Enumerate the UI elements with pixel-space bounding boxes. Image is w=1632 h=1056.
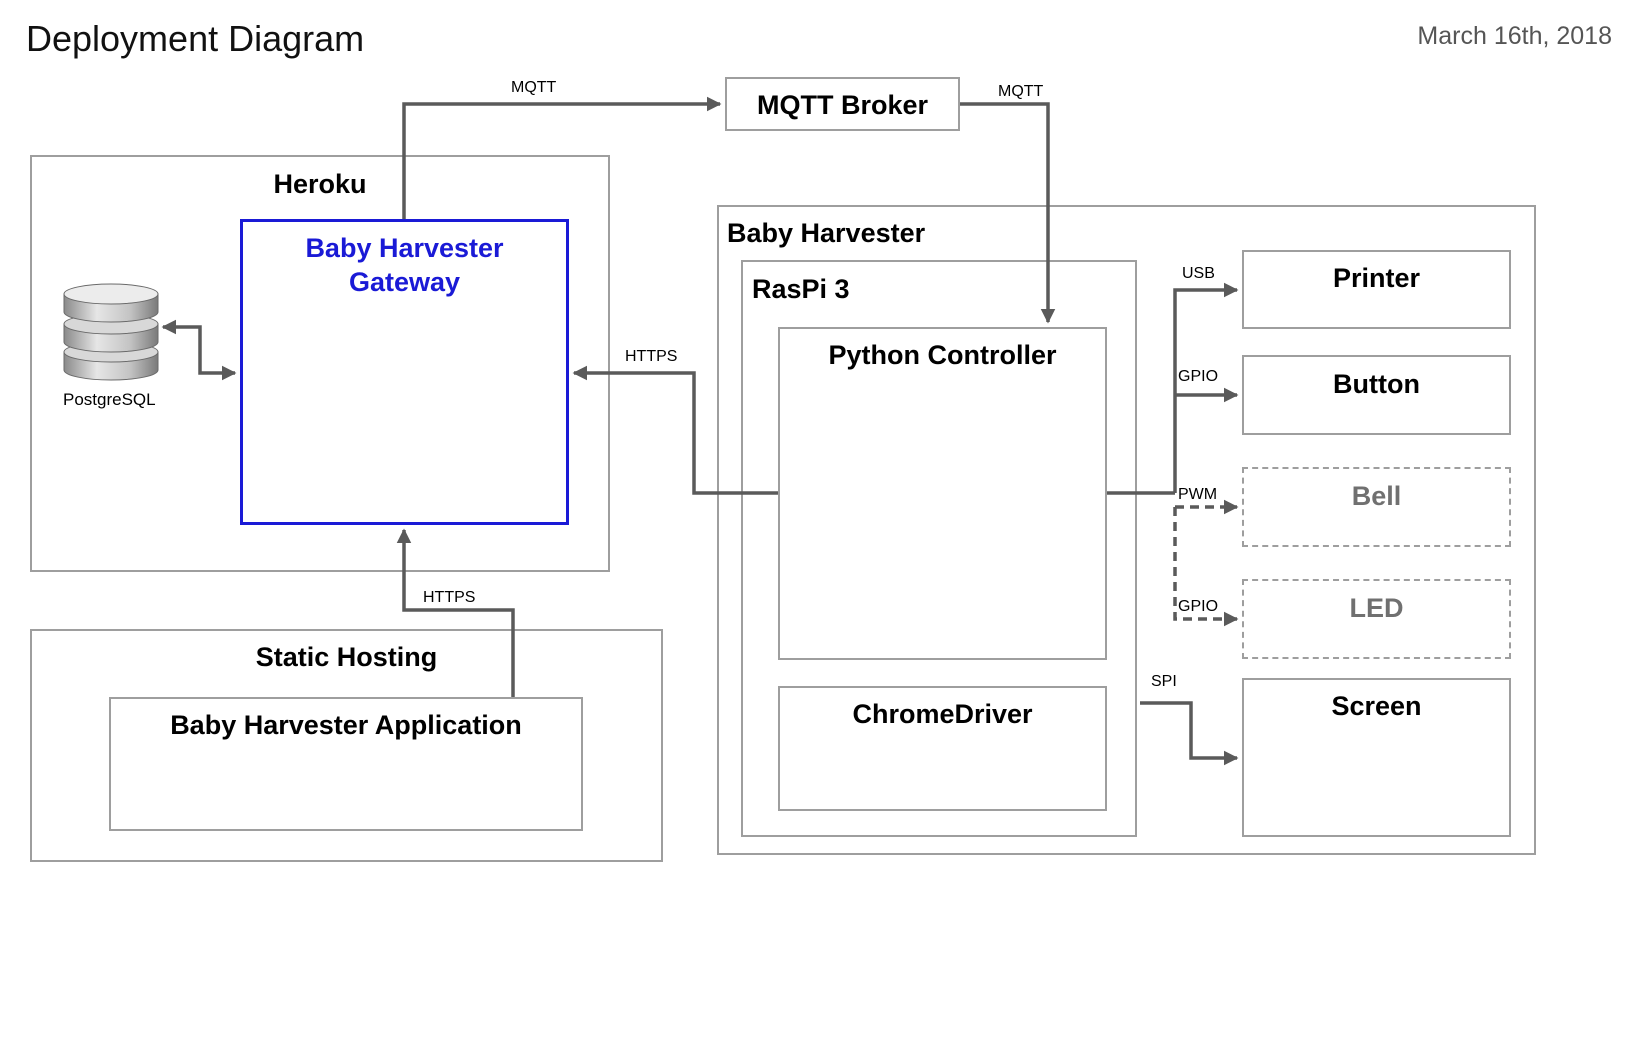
- edge-label-gpio-button: GPIO: [1178, 368, 1219, 385]
- screen-node: Screen: [1242, 678, 1511, 837]
- database-cylinder-icon: [63, 283, 159, 381]
- python-controller-node: Python Controller: [778, 327, 1107, 660]
- edge-label-spi: SPI: [1151, 673, 1177, 690]
- edge-to-led: [1173, 507, 1239, 627]
- printer-label: Printer: [1332, 263, 1421, 293]
- button-label: Button: [1333, 369, 1420, 399]
- led-node: LED: [1242, 579, 1511, 659]
- screen-label: Screen: [1331, 691, 1422, 721]
- python-controller-label: Python Controller: [828, 340, 1057, 370]
- mqtt-broker-label: MQTT Broker: [756, 90, 929, 120]
- edge-gateway-to-broker: [402, 96, 722, 219]
- edge-app-to-gateway: [396, 528, 515, 697]
- button-node: Button: [1242, 355, 1511, 435]
- edge-label-broker-controller: MQTT: [998, 83, 1044, 100]
- edge-broker-to-controller: [960, 102, 1056, 324]
- led-label: LED: [1349, 593, 1404, 623]
- edge-to-screen: [1140, 701, 1239, 766]
- heroku-label: Heroku: [273, 169, 367, 199]
- bell-node: Bell: [1242, 467, 1511, 547]
- chromedriver-node: ChromeDriver: [778, 686, 1107, 811]
- edge-label-gpio-led: GPIO: [1178, 598, 1219, 615]
- edge-label-usb: USB: [1182, 265, 1215, 282]
- diagram-title: Deployment Diagram: [26, 18, 365, 59]
- baby-harvester-label: Baby Harvester: [727, 218, 926, 248]
- edge-to-printer: [1173, 282, 1239, 493]
- mqtt-broker-node: MQTT Broker: [725, 77, 960, 131]
- edge-label-controller-gateway: HTTPS: [625, 348, 678, 365]
- edge-controller-to-gateway: [572, 365, 778, 495]
- diagram-date: March 16th, 2018: [1417, 22, 1612, 50]
- application-label: Baby Harvester Application: [170, 710, 522, 740]
- application-node: Baby Harvester Application: [109, 697, 583, 831]
- edge-postgres-gateway: [161, 319, 237, 381]
- postgres-label: PostgreSQL: [63, 390, 156, 409]
- chromedriver-label: ChromeDriver: [852, 699, 1033, 729]
- raspi-label: RasPi 3: [752, 274, 850, 304]
- edge-label-app-gateway: HTTPS: [423, 589, 476, 606]
- static-hosting-label: Static Hosting: [255, 642, 438, 672]
- gateway-label-line1: Baby Harvester: [305, 233, 504, 263]
- edge-label-gateway-broker: MQTT: [511, 79, 557, 96]
- printer-node: Printer: [1242, 250, 1511, 329]
- gateway-label-line2: Gateway: [348, 267, 461, 297]
- edge-label-pwm: PWM: [1178, 486, 1218, 503]
- gateway-node: Baby Harvester Gateway: [240, 219, 569, 525]
- bell-label: Bell: [1351, 481, 1402, 511]
